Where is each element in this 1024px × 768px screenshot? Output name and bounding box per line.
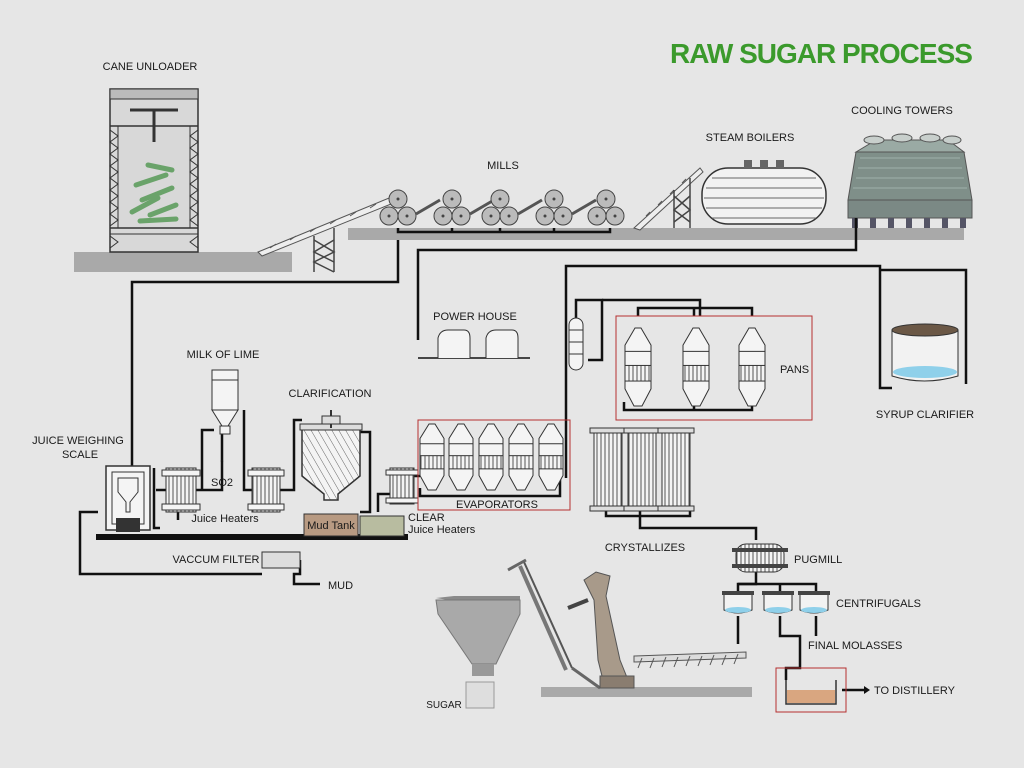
evaporator-5 xyxy=(538,423,564,491)
vacuum-pan-3 xyxy=(738,327,766,407)
to-distillery-arrow xyxy=(864,686,870,694)
label-cooling-towers: COOLING TOWERS xyxy=(851,105,953,117)
mill-unit-2 xyxy=(433,189,495,226)
mills xyxy=(379,189,625,226)
boiler-conveyor xyxy=(633,167,704,231)
label-syrup-clarifier: SYRUP CLARIFIER xyxy=(876,409,974,421)
juice-weighing-scale xyxy=(105,465,151,532)
so2-arrow: ↑ xyxy=(219,455,225,469)
sugar-bucket-elevator xyxy=(507,558,601,690)
clarifier xyxy=(299,410,363,501)
crystallizers xyxy=(589,427,695,512)
label-juice-heaters: Juice Heaters xyxy=(191,513,259,525)
cane-unloader xyxy=(109,88,199,253)
cooling-towers xyxy=(847,133,973,228)
sugar-hopper xyxy=(435,596,521,709)
mill-unit-4 xyxy=(535,189,597,226)
label-juice-weighing: JUICE WEIGHING xyxy=(32,435,124,447)
evaporator-2 xyxy=(448,423,474,491)
mud-tank xyxy=(303,513,359,537)
evaporator-4 xyxy=(508,423,534,491)
label-pugmill: PUGMILL xyxy=(794,554,842,566)
clear-juice-tank xyxy=(359,515,405,537)
vacuum-pan-1 xyxy=(624,327,652,407)
diagram-labels: CANE UNLOADER MILLS STEAM BOILERS COOLIN… xyxy=(32,61,974,711)
sugar-elevator-tower xyxy=(567,571,635,689)
molasses-tank xyxy=(785,680,837,705)
label-clear-juice-heaters: Juice Heaters xyxy=(408,524,476,536)
condenser xyxy=(568,317,584,371)
label-steam-boilers: STEAM BOILERS xyxy=(706,132,795,144)
evaporator-1 xyxy=(419,423,445,491)
mill-unit-5 xyxy=(587,189,625,226)
label-power-house: POWER HOUSE xyxy=(433,311,517,323)
vacuum-pan-2 xyxy=(682,327,710,407)
pans-box xyxy=(615,315,813,421)
label-crystallizes: CRYSTALLIZES xyxy=(605,542,685,554)
boiler-conveyor-support xyxy=(672,178,692,228)
cane-stalks xyxy=(129,162,179,224)
sugar-conveyor xyxy=(633,651,747,669)
diagram-title: RAW SUGAR PROCESS xyxy=(670,38,973,69)
process-pipes xyxy=(78,218,968,692)
label-clarification: CLARIFICATION xyxy=(289,388,372,400)
juice-heater-1 xyxy=(161,467,201,513)
syrup-clarifier xyxy=(891,323,959,382)
label-mud: MUD xyxy=(328,580,353,592)
label-final-molasses: FINAL MOLASSES xyxy=(808,640,902,652)
evaporators xyxy=(419,423,564,491)
label-clear: CLEAR xyxy=(408,512,445,524)
label-mills: MILLS xyxy=(487,160,519,172)
label-scale: SCALE xyxy=(62,449,98,461)
label-so2: SO2 xyxy=(211,477,233,489)
label-milk-of-lime: MILK OF LIME xyxy=(187,349,260,361)
label-evaporators: EVAPORATORS xyxy=(456,499,538,511)
label-to-distillery: TO DISTILLERY xyxy=(874,685,956,697)
label-mud-tank: Mud Tank xyxy=(307,520,355,532)
vacuum-filter xyxy=(261,551,301,569)
label-vaccum-filter: VACCUM FILTER xyxy=(173,554,260,566)
label-cane-unloader: CANE UNLOADER xyxy=(103,61,198,73)
mill-conveyor-1 xyxy=(257,195,397,273)
evaporators-box xyxy=(417,419,571,511)
vacuum-pans xyxy=(624,327,766,407)
label-sugar: SUGAR xyxy=(426,700,462,711)
distillery-box xyxy=(775,667,847,713)
juice-heater-2 xyxy=(247,467,285,513)
evaporator-3 xyxy=(478,423,504,491)
mill-unit-1 xyxy=(379,189,441,226)
clear-juice-heater xyxy=(385,467,419,505)
mill-unit-3 xyxy=(481,189,543,226)
label-centrifugals: CENTRIFUGALS xyxy=(836,598,921,610)
centrifugals xyxy=(722,591,830,614)
label-pans: PANS xyxy=(780,364,809,376)
conveyor-support xyxy=(312,228,336,273)
milk-of-lime-tank xyxy=(211,369,239,435)
power-house xyxy=(418,329,530,359)
pugmill xyxy=(732,543,788,573)
steam-boiler xyxy=(701,160,827,225)
